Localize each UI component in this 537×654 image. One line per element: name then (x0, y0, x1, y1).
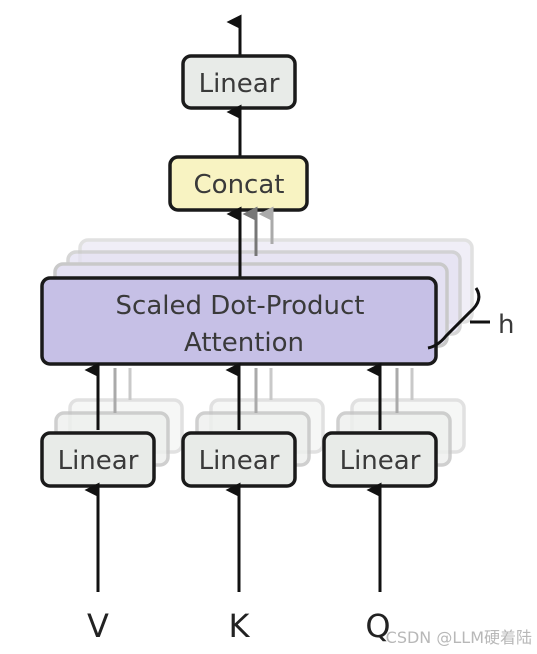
concat-box: Concat (168, 155, 309, 212)
v-input-label: V (87, 607, 109, 645)
attention-label-line1: Scaled Dot-Product (116, 291, 365, 321)
k-linear-label: Linear (199, 446, 280, 476)
concat-label: Concat (194, 170, 285, 200)
attention-label-line2: Attention (184, 328, 304, 358)
q-input-label: Q (365, 607, 390, 645)
input-linear-group-q: Linear (322, 362, 466, 488)
heads-brace (427, 287, 481, 350)
input-linear-group-k: Linear (181, 362, 325, 488)
attention-box: Scaled Dot-Product Attention (40, 276, 438, 366)
q-linear-label: Linear (340, 446, 421, 476)
output-linear-label: Linear (199, 69, 280, 99)
heads-label: h (498, 310, 514, 340)
v-linear-label: Linear (58, 446, 139, 476)
input-linear-group-v: Linear (40, 362, 184, 488)
output-linear-box: Linear (181, 54, 297, 110)
watermark: CSDN @LLM硬着陆 (386, 628, 532, 647)
k-input-label: K (229, 607, 251, 645)
